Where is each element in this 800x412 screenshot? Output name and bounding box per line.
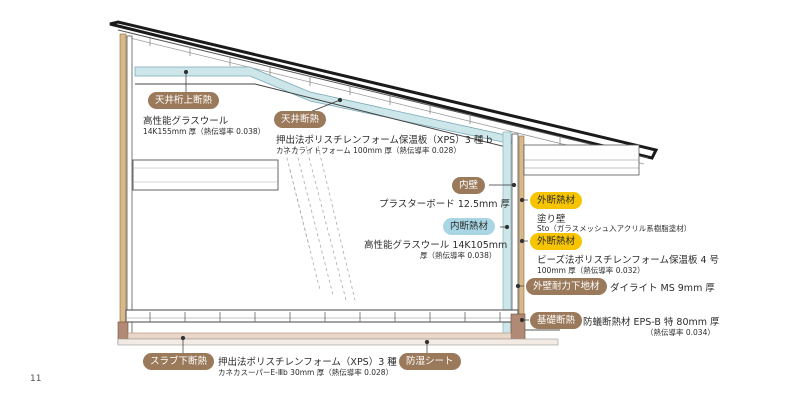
foundation-line1: 防蟻断熱材 EPS-B 特 80mm 厚 — [583, 317, 720, 328]
roof-slab — [109, 20, 659, 160]
slab-line2: カネカスーパーE-Ⅲb 30mm 厚（熱伝導率 0.028） — [218, 368, 394, 377]
right-wall-insulation — [502, 131, 512, 338]
slab-line1: 押出法ポリスチレンフォーム（XPS）3 種 — [218, 357, 397, 368]
exterior-insulation-1-line1: 塗り壁 — [537, 214, 566, 225]
ceiling-line1: 押出法ポリスチレンフォーム保温板（XPS）3 種 b — [276, 135, 493, 146]
rafter-ticks — [149, 38, 601, 155]
ceiling-line2: カネカライトフォーム 100mm 厚（熱伝導率 0.028） — [276, 146, 461, 155]
moisture-tag: 防湿シート — [399, 353, 461, 370]
interior-insulation-tag: 内断熱材 — [443, 218, 496, 235]
left-wall-outer — [119, 33, 127, 343]
ceiling-slope-line — [254, 83, 511, 149]
foundation-tag: 基礎断熱 — [530, 312, 583, 329]
interior-insulation-line1: 高性能グラスウール 14K105mm — [364, 240, 508, 251]
floor-ticks — [149, 312, 501, 322]
slab-base — [117, 338, 559, 346]
exterior-wall-base-tag: 外壁耐力下地材 — [526, 278, 607, 295]
exterior-insulation-2-line1: ビーズ法ポリスチレンフォーム保温板 4 号 — [537, 255, 720, 266]
exterior-insulation-1-line2: Sto（ガラスメッシュ入アクリル系樹脂塗材） — [537, 224, 692, 233]
interior-wall-tag: 内壁 — [452, 177, 486, 194]
ceiling-beam-tag: 天井桁上断熱 — [148, 92, 220, 109]
beam-insulation — [132, 159, 279, 191]
exterior-insulation-1-tag: 外断熱材 — [530, 192, 583, 209]
page-number: 11 — [30, 374, 42, 384]
ceiling-beam-line2: 14K155mm 厚（熱伝導率 0.038） — [143, 127, 266, 136]
exterior-wall-base-line1: ダイライト MS 9mm 厚 — [610, 283, 715, 294]
ceiling-beam-line1: 高性能グラスウール — [143, 116, 229, 127]
interior-insulation-line2: 厚（熱伝導率 0.038） — [420, 251, 497, 260]
exterior-insulation-2-tag: 外断熱材 — [530, 233, 583, 250]
left-wall-inner — [126, 35, 133, 343]
interior-wall-line1: プラスターボード 12.5mm 厚 — [379, 199, 511, 210]
skylight-rays — [283, 145, 356, 301]
exterior-insulation-2-line2: 100mm 厚（熱伝導率 0.032） — [537, 266, 645, 275]
roof-underline-2 — [121, 35, 645, 165]
slab-insulation — [127, 332, 512, 340]
slab-tag: スラブ下断熱 — [143, 353, 215, 370]
foundation-line2: （熱伝導率 0.034） — [646, 328, 715, 337]
ceiling-tag: 天井断熱 — [274, 111, 327, 128]
